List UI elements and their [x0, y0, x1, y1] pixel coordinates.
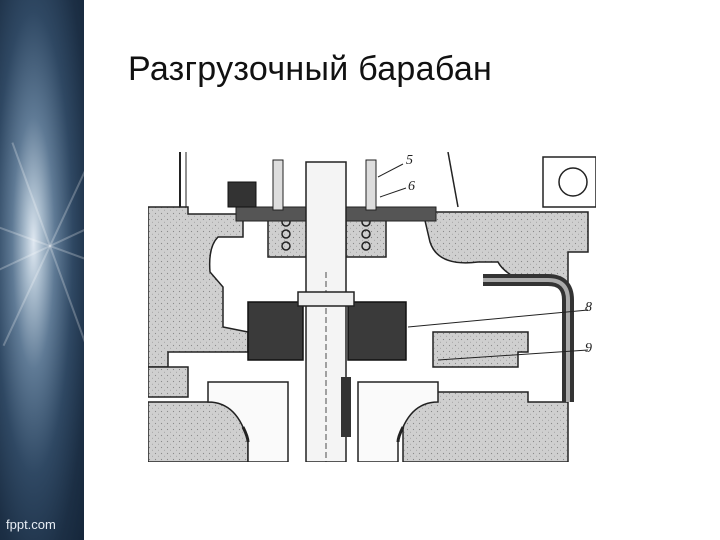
- impeller-left: [207, 381, 289, 462]
- housing-right: [422, 211, 589, 283]
- wear-ring-right: [396, 426, 405, 443]
- bolt-left: [272, 159, 284, 211]
- callout-label: 6: [408, 179, 415, 194]
- slide-title: Разгрузочный барабан: [128, 50, 493, 88]
- drum-hub: [297, 291, 355, 307]
- wear-ring-left: [241, 426, 250, 443]
- site-credit: fppt.com: [6, 517, 56, 532]
- side-panel: fppt.com: [0, 0, 84, 540]
- leader-line: [437, 349, 589, 361]
- leader-line: [377, 163, 404, 178]
- impeller-sleeve: [341, 377, 351, 437]
- housing-left: [148, 206, 249, 368]
- relief-pipe-inner: [483, 278, 570, 402]
- impeller-right: [357, 381, 439, 462]
- valve-block: [227, 181, 257, 208]
- top-cover-right: [542, 156, 596, 208]
- frame-line: [447, 152, 459, 208]
- balance-drum-left: [247, 301, 304, 361]
- callout-label: 8: [585, 300, 592, 315]
- housing-right-mid: [432, 331, 529, 368]
- leader-line: [379, 187, 407, 198]
- bolt-right: [365, 159, 377, 211]
- cover-circle: [558, 167, 588, 197]
- callout-label: 9: [585, 341, 592, 356]
- leader-line: [407, 309, 589, 328]
- callout-label: 5: [406, 153, 413, 168]
- balance-drum-right: [347, 301, 407, 361]
- relief-drum-diagram: 5 6 8 9: [148, 152, 596, 462]
